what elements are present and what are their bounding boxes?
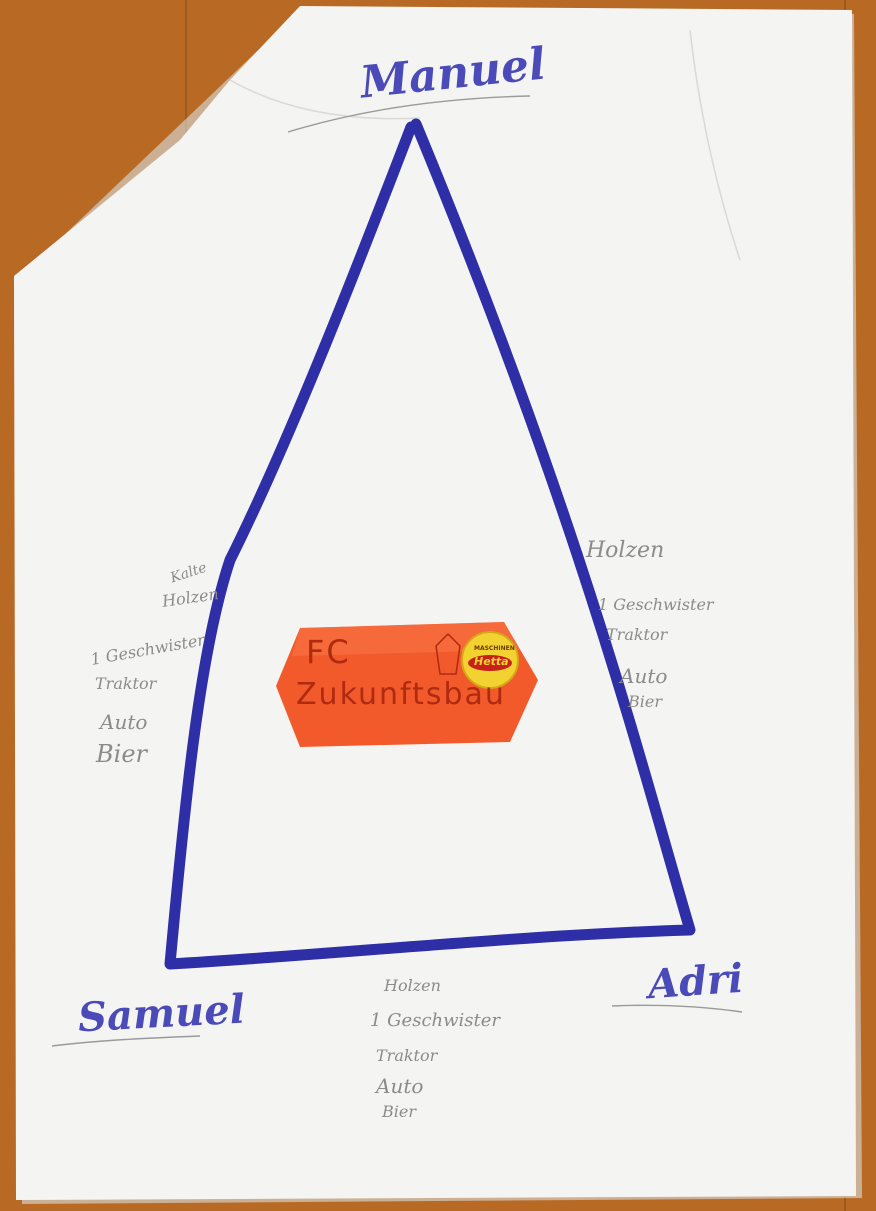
card-line-zukunftsbau: Zukunftsbau bbox=[296, 680, 506, 710]
note-right-1: 1 Geschwister bbox=[598, 597, 714, 613]
note-bottom-0: Holzen bbox=[384, 978, 441, 994]
note-left-3: Traktor bbox=[95, 676, 156, 692]
note-bottom-2: Traktor bbox=[376, 1048, 437, 1064]
sticker-top-text: MASCHINEN bbox=[474, 646, 515, 652]
sticker-main-text: Hetta bbox=[474, 656, 509, 667]
note-left-5: Bier bbox=[96, 742, 147, 766]
note-right-2: Traktor bbox=[606, 627, 667, 643]
note-bottom-4: Bier bbox=[382, 1104, 416, 1120]
note-right-3: Auto bbox=[620, 666, 667, 686]
name-bottom-right: Adri bbox=[647, 959, 745, 1006]
note-right-0: Holzen bbox=[586, 540, 664, 562]
card-line-fc: FC bbox=[306, 636, 351, 668]
note-left-4: Auto bbox=[100, 712, 147, 732]
note-right-4: Bier bbox=[628, 694, 662, 710]
note-bottom-1: 1 Geschwister bbox=[370, 1012, 500, 1030]
name-bottom-left: Samuel bbox=[77, 990, 246, 1039]
note-bottom-3: Auto bbox=[376, 1076, 423, 1096]
